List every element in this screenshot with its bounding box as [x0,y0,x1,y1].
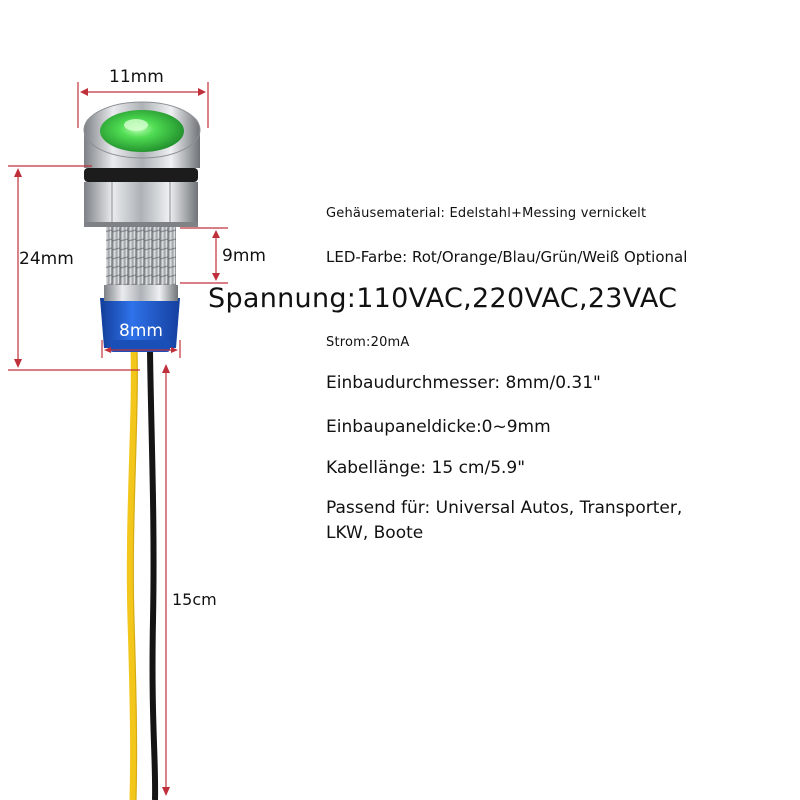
yellow-wire [126,349,138,800]
label-head-diameter: 11mm [109,67,164,87]
spec-fits-line1: Passend für: Universal Autos, Transporte… [326,498,683,518]
spec-fits-line2: LKW, Boote [326,523,424,543]
dimension-lines [8,82,228,796]
label-total-height: 24mm [19,249,74,269]
spec-current: Strom:20mA [326,335,410,350]
label-cable-length: 15cm [172,590,217,609]
spec-cable-length: Kabellänge: 15 cm/5.9" [326,458,526,478]
spec-housing-material: Gehäusematerial: Edelstahl+Messing verni… [326,206,647,221]
led-lens [100,110,184,152]
label-mount-diameter: 8mm [119,321,163,341]
o-ring [84,168,198,182]
cable-wires [126,349,159,800]
black-wire [147,349,159,800]
spec-led-color: LED-Farbe: Rot/Orange/Blau/Grün/Weiß Opt… [326,248,688,266]
led-head [83,101,201,168]
label-thread-length: 9mm [222,246,266,266]
blue-insulator [100,298,180,352]
hex-nut [84,182,198,227]
spec-voltage: Spannung:110VAC,220VAC,23VAC [208,283,678,314]
spec-mount-diameter: Einbaudurchmesser: 8mm/0.31" [326,373,601,393]
spec-panel-thickness: Einbaupaneldicke:0~9mm [326,417,551,437]
